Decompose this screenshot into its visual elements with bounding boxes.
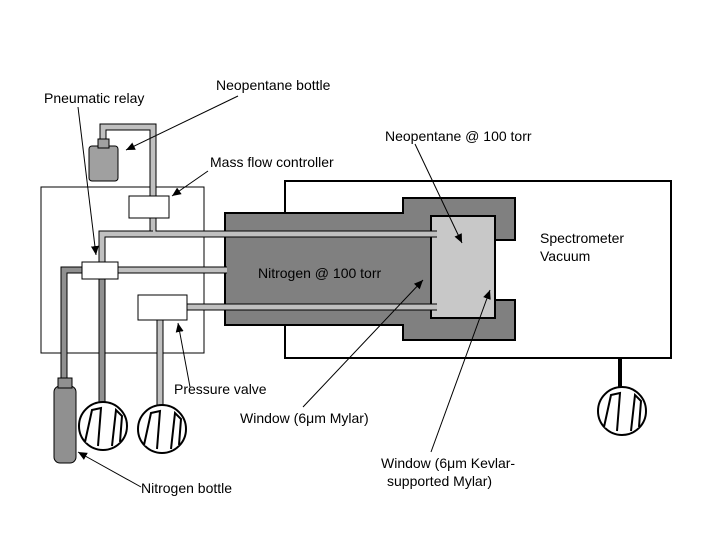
label-window-kevlar-1: Window (6μm Kevlar- bbox=[381, 455, 515, 471]
arrow-pneumatic-relay bbox=[77, 106, 99, 256]
neopentane-bottle bbox=[88, 145, 119, 182]
gauge-left bbox=[78, 401, 128, 451]
arrow-mass-flow-controller bbox=[171, 170, 209, 197]
arrow-window-kevlar bbox=[430, 289, 491, 453]
arrow-neopentane-bottle bbox=[125, 95, 239, 151]
label-nitrogen-bottle: Nitrogen bottle bbox=[141, 480, 232, 496]
label-pressure-valve: Pressure valve bbox=[174, 381, 267, 397]
label-window-kevlar-2: supported Mylar) bbox=[387, 473, 492, 489]
gauge-right bbox=[597, 358, 647, 436]
label-pneumatic-relay: Pneumatic relay bbox=[44, 90, 144, 106]
gauge-middle bbox=[137, 404, 187, 454]
pressure-valve bbox=[137, 294, 188, 321]
label-vacuum: Vacuum bbox=[540, 248, 590, 264]
inner-cell bbox=[430, 215, 496, 319]
label-spectrometer: Spectrometer bbox=[540, 230, 624, 246]
arrow-neopentane-100 bbox=[414, 143, 463, 244]
pneumatic-relay bbox=[81, 261, 119, 280]
label-window-mylar: Window (6μm Mylar) bbox=[240, 410, 369, 426]
arrow-window-mylar bbox=[302, 279, 424, 408]
label-mass-flow-controller: Mass flow controller bbox=[210, 154, 334, 170]
mass-flow-controller bbox=[128, 195, 170, 219]
label-neopentane-bottle: Neopentane bottle bbox=[216, 77, 331, 93]
nitrogen-bottle bbox=[53, 385, 77, 464]
label-nitrogen-100: Nitrogen @ 100 torr bbox=[258, 265, 381, 281]
arrow-nitrogen-bottle bbox=[77, 451, 142, 488]
label-neopentane-100: Neopentane @ 100 torr bbox=[385, 128, 532, 144]
arrow-pressure-valve bbox=[175, 322, 191, 388]
